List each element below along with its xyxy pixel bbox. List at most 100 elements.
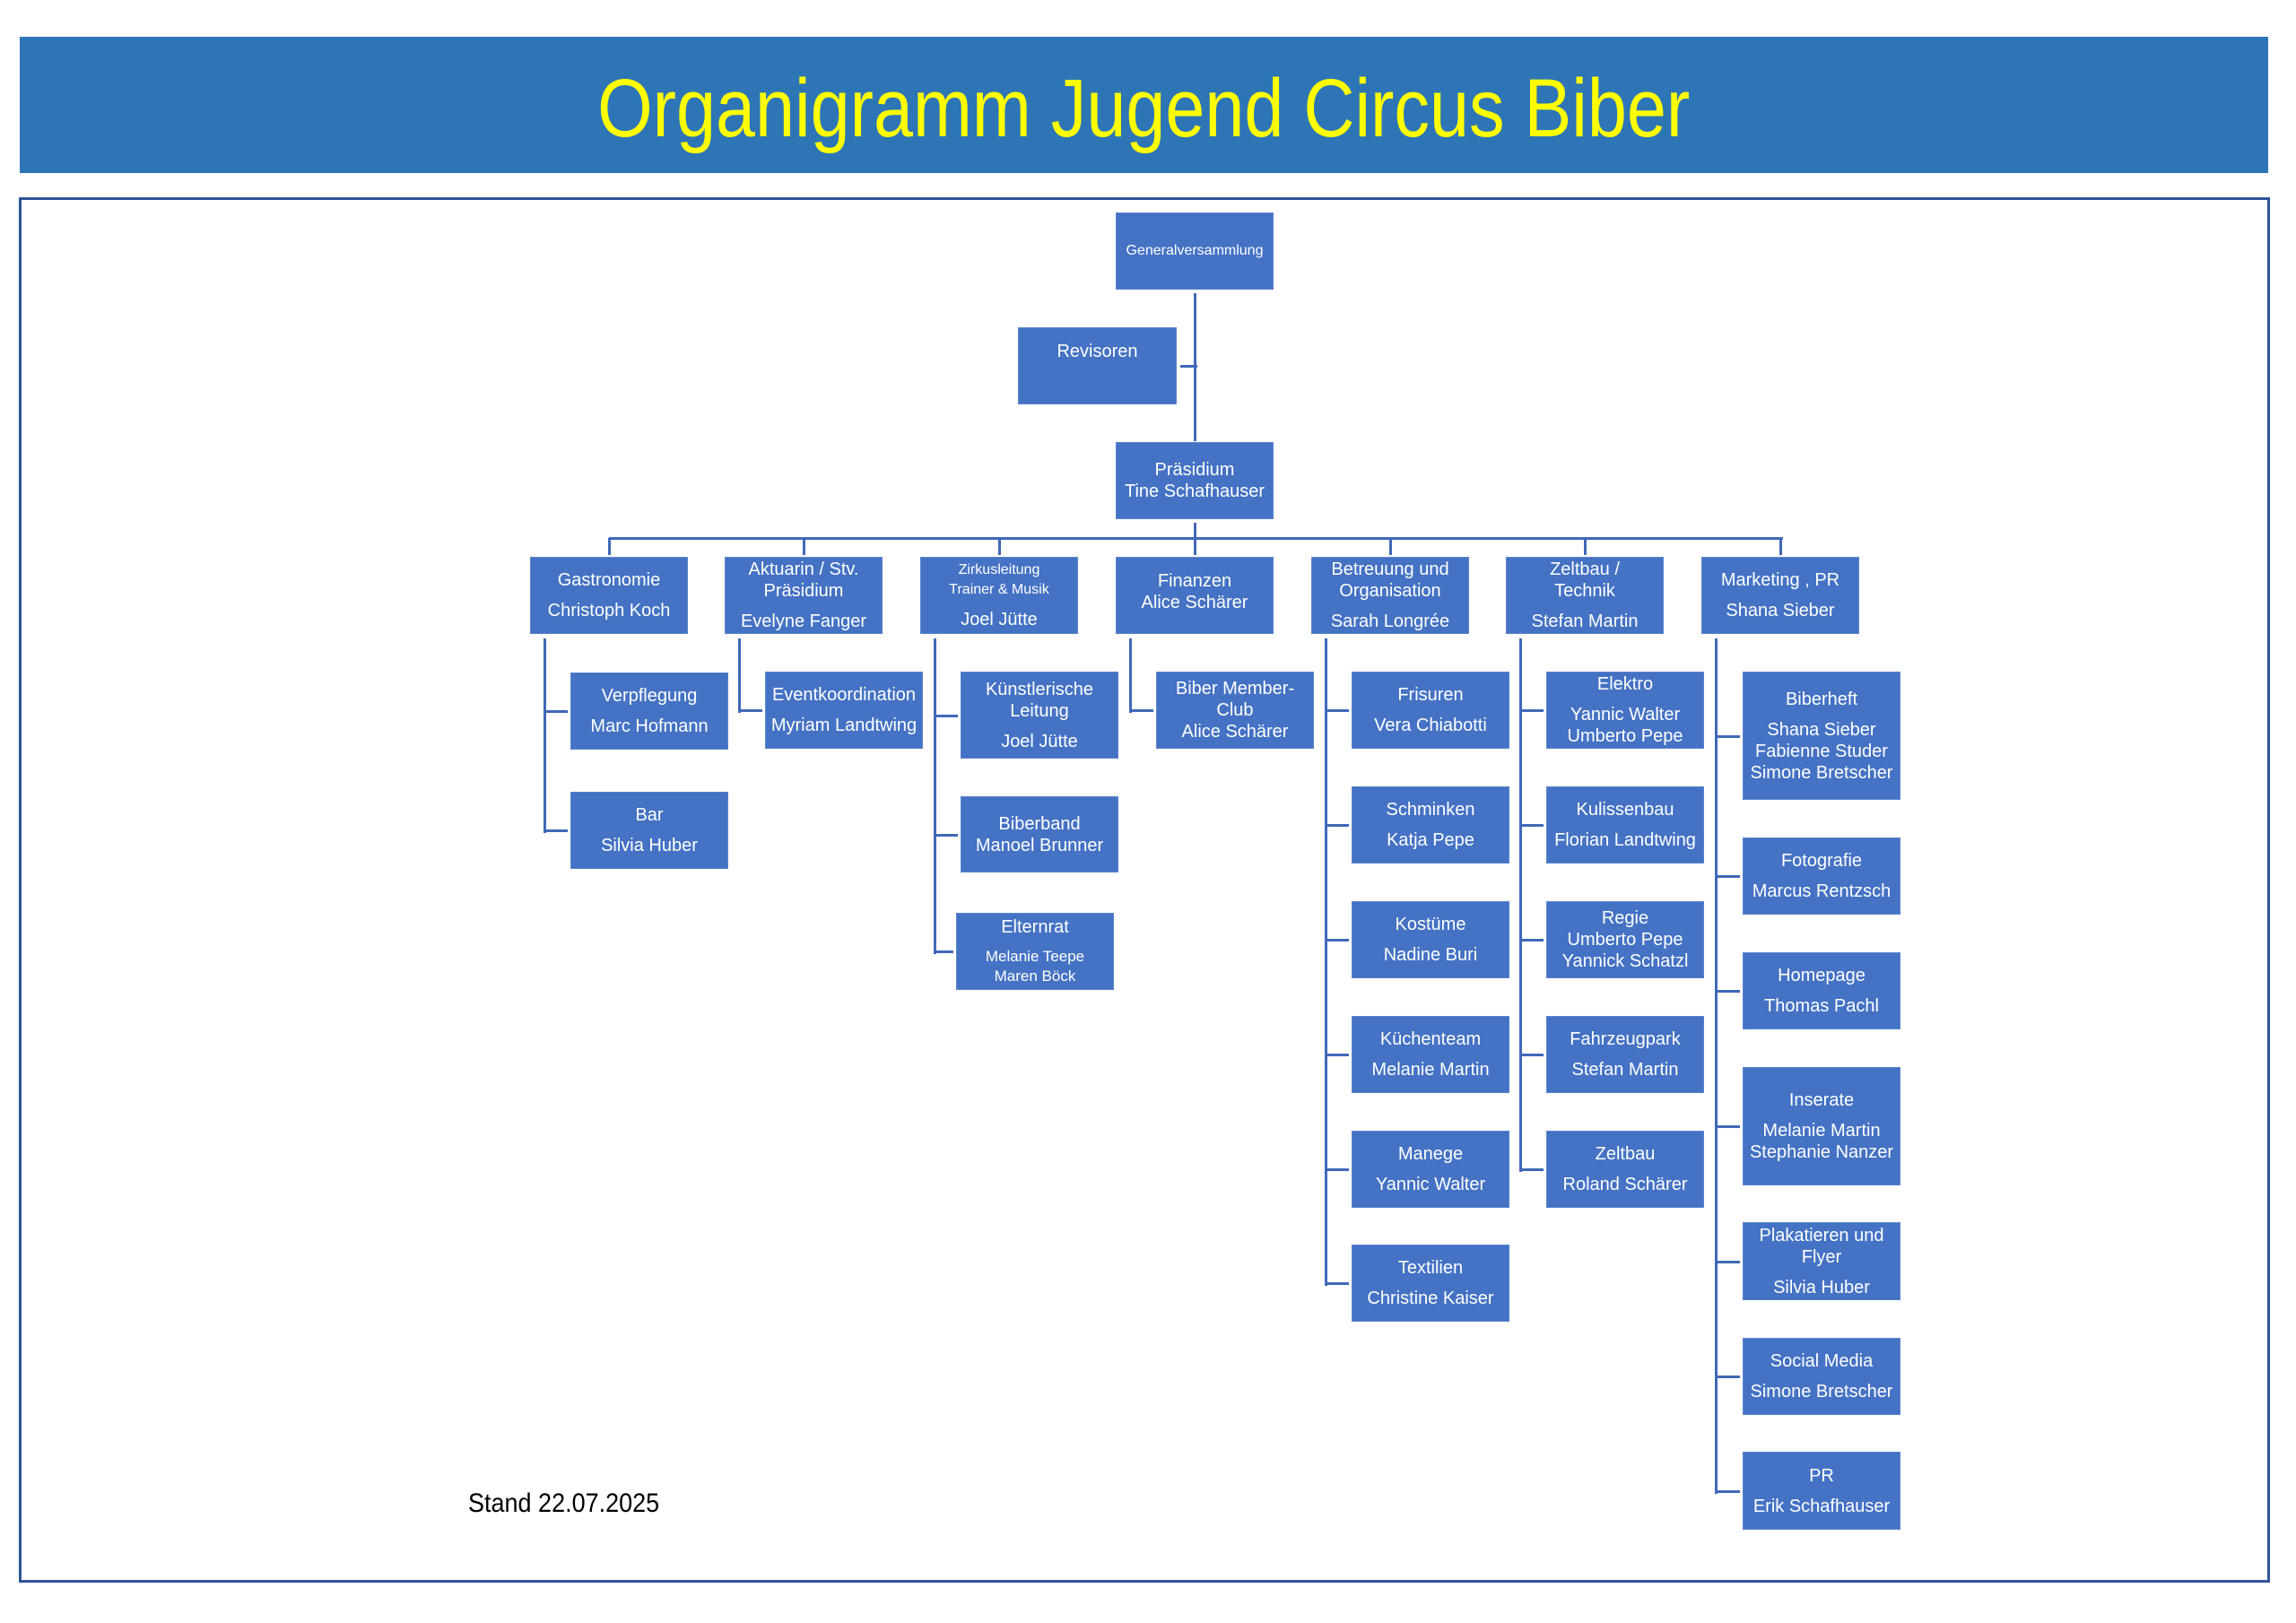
child-spine-line xyxy=(1129,638,1132,713)
node-title: Biber Member- Club xyxy=(1175,679,1295,720)
node-title: Zeltbau / Technik xyxy=(1550,560,1620,601)
node-title: Gastronomie xyxy=(557,570,661,590)
node-people: Yannic Walter xyxy=(1375,1175,1486,1194)
node-title: Kulissenbau xyxy=(1576,800,1674,820)
node-title: Kostüme xyxy=(1395,915,1466,934)
node-title: Inserate xyxy=(1788,1090,1855,1110)
child-connector-line xyxy=(1716,990,1740,993)
node-people: Vera Chiabotti xyxy=(1374,716,1487,735)
node-people: Silvia Huber xyxy=(1773,1277,1870,1298)
node-people: Christine Kaiser xyxy=(1367,1289,1494,1308)
org-node-revisoren: Revisoren xyxy=(1018,327,1177,404)
node-people: Evelyne Fanger xyxy=(740,612,867,631)
child-connector-line xyxy=(1520,824,1544,827)
node-people: Manoel Brunner xyxy=(975,835,1104,855)
child-connector-line xyxy=(1716,1489,1740,1493)
node-title: Zirkusleitung Trainer & Musik xyxy=(949,562,1049,597)
node-people: Katja Pepe xyxy=(1387,830,1474,850)
child-connector-line xyxy=(1716,875,1740,878)
node-title: Textilien xyxy=(1397,1258,1464,1278)
node-people: Marc Hofmann xyxy=(590,716,709,736)
node-people: Joel Jütte xyxy=(961,610,1038,629)
node-title: Verpflegung xyxy=(601,686,698,706)
child-spine-line xyxy=(1519,638,1522,1172)
node-people: Shana Sieber Fabienne Studer Simone Bret… xyxy=(1750,719,1893,783)
child-connector-line xyxy=(1326,1168,1349,1171)
child-connector-line xyxy=(544,710,568,713)
node-people: Simone Bretscher xyxy=(1750,1382,1893,1402)
node-title: Fotografie xyxy=(1780,851,1863,871)
org-node-generalversammlung: Generalversammlung xyxy=(1116,213,1274,290)
child-spine-line xyxy=(544,638,546,833)
node-title: Social Media xyxy=(1770,1351,1874,1371)
node-title: Eventkoordination xyxy=(771,685,917,705)
node-people: Roland Schärer xyxy=(1562,1175,1688,1194)
child-connector-line xyxy=(1716,1125,1740,1128)
node-title: Marketing , PR xyxy=(1720,570,1840,590)
praesidium-connector xyxy=(1194,523,1196,541)
node-title: Finanzen xyxy=(1157,571,1232,591)
node-people: Thomas Pachl xyxy=(1764,996,1879,1016)
node-people: Stefan Martin xyxy=(1531,612,1639,631)
child-spine-line xyxy=(1325,638,1327,1286)
child-connector-line xyxy=(935,833,958,837)
node-title: Elektro xyxy=(1596,674,1654,694)
node-title: Küchenteam xyxy=(1379,1029,1482,1049)
node-people: Florian Landtwing xyxy=(1554,830,1696,850)
page-title: Organigramm Jugend Circus Biber xyxy=(597,63,1691,154)
department-drop-line xyxy=(1584,538,1587,555)
node-people: Umberto Pepe Yannick Schatzl xyxy=(1561,930,1689,971)
child-connector-line xyxy=(935,714,958,717)
department-drop-line xyxy=(998,538,1001,555)
department-drop-line xyxy=(803,538,805,555)
child-connector-line xyxy=(1520,1054,1544,1056)
node-title: Präsidium xyxy=(1154,460,1235,480)
node-title: Biberheft xyxy=(1785,689,1858,709)
node-people: Joel Jütte xyxy=(1001,731,1078,751)
child-spine-line xyxy=(738,638,741,713)
child-connector-line xyxy=(1326,939,1349,942)
node-title: Fahrzeugpark xyxy=(1570,1029,1681,1049)
child-connector-line xyxy=(1326,709,1349,712)
child-connector-line xyxy=(1326,1054,1349,1056)
node-title: Frisuren xyxy=(1397,685,1464,705)
node-title: PR xyxy=(1809,1465,1834,1486)
node-title: Bar xyxy=(635,805,664,825)
node-people: Yannic Walter Umberto Pepe xyxy=(1567,705,1683,746)
child-connector-line xyxy=(1130,709,1153,712)
stand-date-label: Stand 22.07.2025 xyxy=(468,1488,660,1518)
department-drop-line xyxy=(1194,538,1196,555)
node-people: Myriam Landtwing xyxy=(770,716,918,735)
node-title: Generalversammlung xyxy=(1126,243,1264,258)
child-spine-line xyxy=(934,638,936,954)
node-people: Nadine Buri xyxy=(1383,945,1478,965)
node-people: Tine Schafhauser xyxy=(1124,482,1265,501)
child-connector-line xyxy=(1520,939,1544,942)
child-connector-line xyxy=(739,709,762,712)
org-node-marketing: Marketing , PR Shana Sieber xyxy=(1701,557,1859,634)
node-people: Shana Sieber xyxy=(1726,601,1835,621)
